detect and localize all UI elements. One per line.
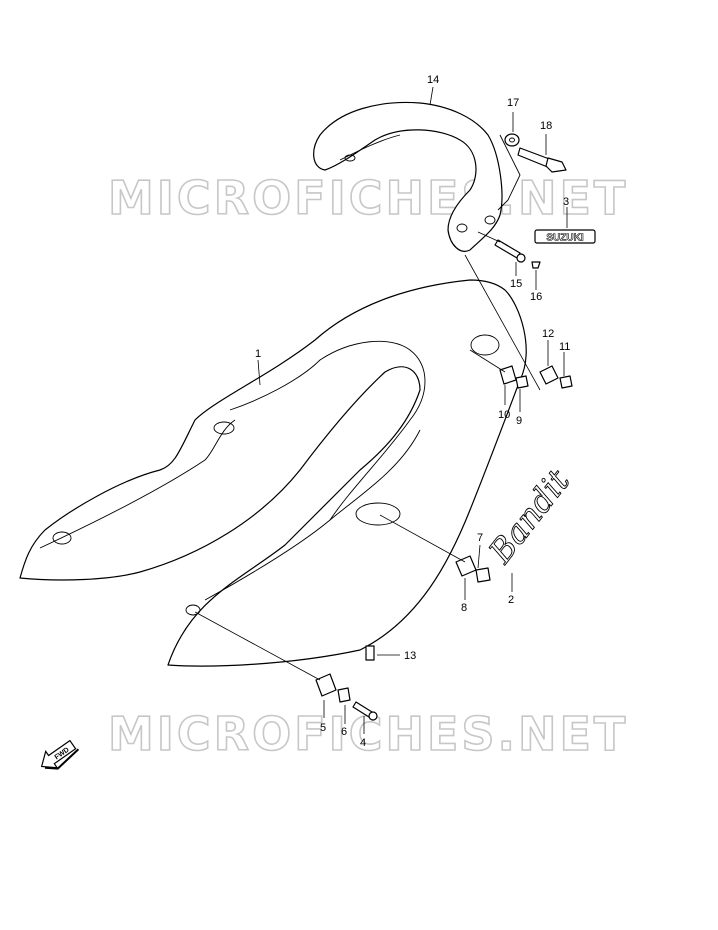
watermark-top: MICROFICHES.NET (108, 171, 628, 225)
callout-12: 12 (542, 328, 554, 340)
callout-8: 8 (461, 602, 467, 614)
fwd-arrow: FWD (40, 739, 80, 770)
callout-4: 4 (360, 737, 366, 749)
callout-18: 18 (540, 120, 552, 132)
callout-10: 10 (498, 409, 510, 421)
collar-7 (475, 567, 491, 583)
callout-2: 2 (508, 594, 514, 606)
callout-7: 7 (477, 532, 483, 544)
callout-13: 13 (404, 650, 416, 662)
collar-9 (515, 375, 529, 389)
collar-11 (559, 375, 573, 389)
cushion-12 (539, 365, 559, 385)
callout-9: 9 (516, 415, 522, 427)
suzuki-emblem: SUZUKI (534, 229, 596, 244)
callout-5: 5 (320, 722, 326, 734)
callout-15: 15 (510, 278, 522, 290)
callout-14: 14 (427, 74, 439, 86)
leader-lines (194, 86, 568, 734)
washer-17 (504, 133, 520, 147)
collar-6 (337, 687, 351, 703)
bandit-script-logo: Bandit (481, 462, 577, 570)
seat-tail-cover (19, 279, 527, 667)
callout-6: 6 (341, 726, 347, 738)
pin-13 (365, 645, 375, 661)
emblem-text: SUZUKI (546, 233, 583, 244)
callout-11: 11 (559, 341, 570, 353)
callout-17: 17 (507, 97, 519, 109)
cushion-5 (315, 673, 337, 697)
callout-3: 3 (563, 196, 569, 208)
hardware (315, 133, 573, 721)
grab-rail (313, 101, 521, 252)
callout-1: 1 (255, 348, 261, 360)
callout-16: 16 (530, 291, 542, 303)
clip-16 (531, 261, 541, 269)
callout-labels: 14 17 18 3 15 16 12 11 10 9 1 7 8 2 13 5… (255, 74, 570, 749)
screw-15 (494, 239, 521, 259)
